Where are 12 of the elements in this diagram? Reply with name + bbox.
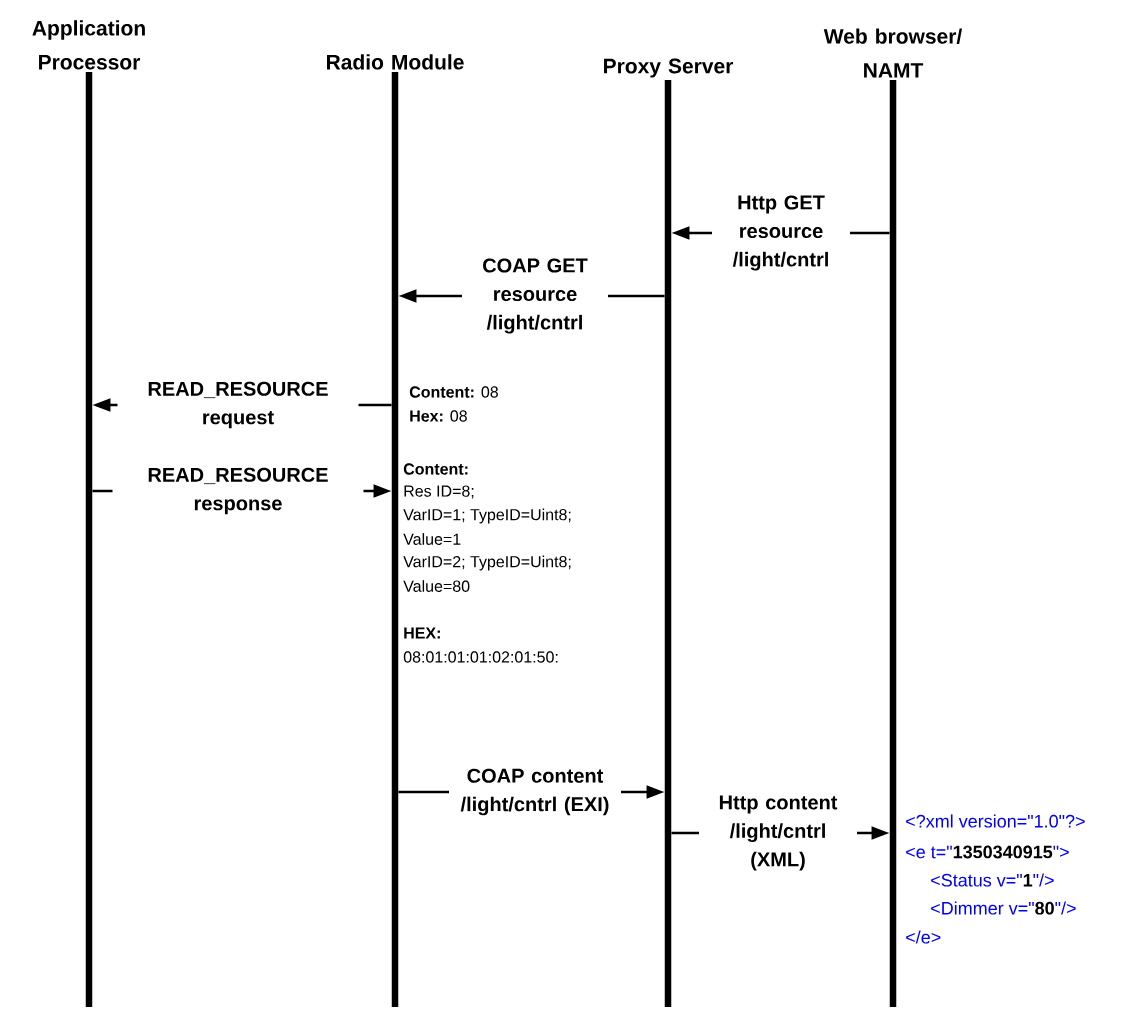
edge-label: Http GET resource /light/cntrl	[712, 192, 850, 274]
edge-label: READ_RESOURCE response	[112, 464, 364, 518]
xml-text: <Dimmer v="80"/>	[931, 901, 1076, 915]
edge-label: COAP GET resource /light/cntrl	[462, 255, 608, 337]
node-label: Proxy Server	[604, 58, 734, 78]
edge-label: READ_RESOURCE request	[117, 378, 359, 432]
xml-text: <Status v="1"/>	[931, 873, 1054, 887]
node-label: Radio Module	[327, 54, 464, 70]
edge-label: COAP content /light/cntrl (EXI)	[449, 765, 621, 819]
edge-label: Http content /light/cntrl (XML)	[699, 792, 857, 874]
node-label: Application Processor	[32, 20, 145, 70]
node-label: Web browser/ NAMT	[823, 28, 963, 78]
